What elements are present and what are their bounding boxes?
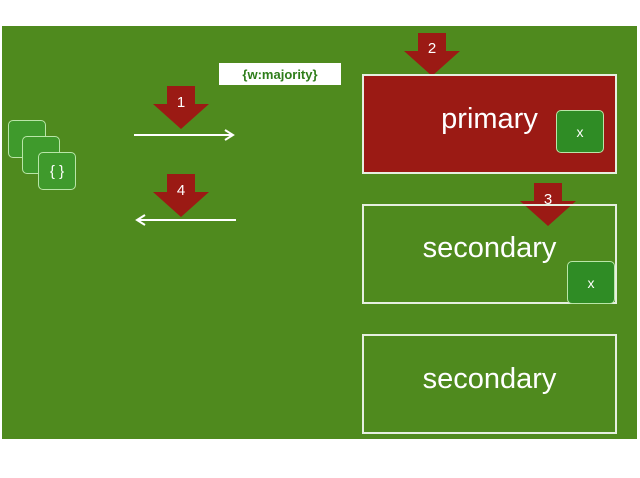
secondary-write-badge: x: [567, 261, 615, 304]
ack-arrow: [135, 214, 236, 226]
primary-label: primary: [441, 103, 538, 135]
write-concern-label: {w:majority}: [219, 63, 341, 85]
write-badge-label: x: [576, 123, 584, 140]
primary-write-badge: x: [556, 110, 604, 153]
step-number-1: 1: [176, 94, 186, 111]
secondary-node-1: secondary: [362, 204, 617, 304]
document-icon-label: { }: [49, 162, 65, 180]
down-arrow-icon: [404, 33, 460, 76]
secondary-label-1: secondary: [422, 232, 557, 264]
step-number-4: 4: [176, 182, 186, 199]
step-arrow-2: 2: [402, 33, 462, 77]
down-arrow-icon: [153, 174, 209, 217]
document-card-front: { }: [38, 152, 76, 190]
step-number-3: 3: [543, 191, 553, 208]
step-number-2: 2: [427, 40, 437, 57]
step-arrow-1: 1: [151, 86, 211, 130]
write-arrow: [134, 129, 235, 141]
secondary-label-2: secondary: [422, 363, 557, 395]
secondary-node-2: secondary: [362, 334, 617, 434]
down-arrow-icon: [153, 86, 209, 129]
write-badge-label: x: [587, 274, 595, 291]
step-arrow-4: 4: [151, 174, 211, 218]
